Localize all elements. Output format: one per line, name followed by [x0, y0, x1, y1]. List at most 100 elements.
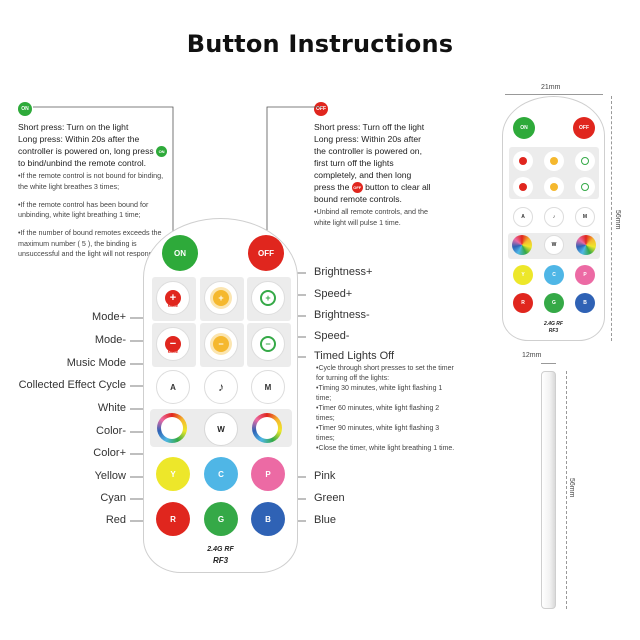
off-note-line7: bound remote controls.: [314, 194, 402, 205]
red-button[interactable]: R: [156, 502, 190, 536]
off-note-line6: press the OFF button to clear all: [314, 182, 431, 194]
off-note-line5: completely, and then long: [314, 170, 412, 180]
small-music-button: ♪: [544, 207, 564, 227]
off-instructions: OFF Short press: Turn off the light Long…: [314, 100, 444, 228]
brand-rf-label: 2.4G RF: [207, 546, 234, 553]
on-note-bullet3: •If the number of bound remotes exceeds …: [18, 228, 162, 259]
color-minus-button[interactable]: [155, 411, 189, 445]
off-note-line3: the controller is powered on,: [314, 146, 422, 156]
small-yellow-button: Y: [513, 265, 533, 285]
mode-plus-button[interactable]: + MODE: [156, 281, 190, 315]
height-dimension-label: 56mm: [614, 210, 621, 230]
speed-minus-icon: −: [260, 336, 276, 352]
small-pink-button: P: [575, 265, 595, 285]
off-note-line2: Long press: Within 20s after: [314, 134, 421, 144]
side-height-line: [566, 371, 567, 609]
small-mode-plus-icon: [513, 151, 533, 171]
small-color-minus-icon: [512, 235, 532, 255]
color-plus-button[interactable]: [250, 411, 284, 445]
label-yellow: Yellow: [94, 470, 126, 482]
small-speed-minus-icon: [575, 177, 595, 197]
small-color-plus-icon: [576, 235, 596, 255]
timer-note-4: •Timer 90 minutes, white light flashing …: [316, 425, 440, 442]
remote-front-large: ON OFF + MODE + + − MODE − − A ♪ M W Y C…: [143, 218, 298, 573]
small-brightness-plus-icon: [544, 151, 564, 171]
width-dimension-label: 21mm: [541, 84, 561, 91]
remote-front-small: ON OFF A ♪ M W Y C P R G B 2.4G RF RF3: [502, 96, 605, 341]
music-mode-button[interactable]: ♪: [204, 370, 238, 404]
plus-icon: +: [165, 290, 181, 306]
on-button[interactable]: ON: [162, 235, 198, 271]
label-blue: Blue: [314, 514, 337, 526]
cyan-button[interactable]: C: [204, 457, 238, 491]
label-white: White: [97, 402, 126, 414]
on-instructions: ON Short press: Turn on the light Long p…: [18, 100, 168, 259]
white-button[interactable]: W: [204, 412, 238, 446]
off-button[interactable]: OFF: [248, 235, 284, 271]
label-green: Green: [314, 492, 345, 504]
speed-plus-button[interactable]: +: [251, 281, 285, 315]
label-mode-plus: Mode+: [92, 311, 126, 323]
color-wheel-minus-icon: [157, 413, 187, 443]
minus-icon: −: [165, 336, 181, 352]
timer-note-2: •Timing 30 minutes, white light flashing…: [316, 385, 443, 402]
on-badge-icon: ON: [18, 101, 32, 116]
on-note-line3: controller is powered on, long press ON: [18, 145, 168, 158]
off-badge-inline-icon: OFF: [351, 182, 363, 194]
label-mode-minus: Mode-: [94, 334, 126, 346]
timer-button[interactable]: M: [251, 370, 285, 404]
label-brightness-minus: Brightness-: [314, 309, 370, 321]
label-cyan: Cyan: [100, 492, 126, 504]
small-off-button: OFF: [573, 117, 595, 139]
timer-note-5: •Close the timer, white light breathing …: [316, 445, 455, 452]
label-music-mode: Music Mode: [66, 357, 126, 369]
on-note-line4: to bind/unbind the remote control.: [18, 158, 147, 169]
label-brightness-plus: Brightness+: [314, 266, 373, 278]
timer-notes: •Cycle through short presses to set the …: [316, 364, 456, 454]
off-note-bullet1: •Unbind all remote controls, and the whi…: [314, 207, 428, 227]
sun-minus-icon: −: [213, 336, 229, 352]
page-title: Button Instructions: [186, 30, 454, 58]
timer-note-3: •Timer 60 minutes, white light flashing …: [316, 405, 440, 422]
collected-effect-cycle-button[interactable]: A: [156, 370, 190, 404]
label-speed-plus: Speed+: [314, 288, 353, 300]
label-red: Red: [105, 514, 126, 526]
off-badge-icon: OFF: [314, 101, 328, 116]
yellow-button[interactable]: Y: [156, 457, 190, 491]
side-height-label: 56mm: [568, 478, 575, 498]
blue-button[interactable]: B: [251, 502, 285, 536]
on-note-line2: Long press: Within 20s after the: [18, 134, 140, 144]
on-note-line1: Short press: Turn on the light: [18, 122, 129, 132]
width-dimension-line: [505, 94, 603, 95]
small-brand-rf: 2.4G RF: [544, 321, 563, 327]
speed-plus-icon: +: [260, 290, 276, 306]
on-note-bullet2: •If the remote control has been bound fo…: [18, 199, 149, 220]
pink-button[interactable]: P: [251, 457, 285, 491]
speed-minus-button[interactable]: −: [251, 327, 285, 361]
brightness-plus-button[interactable]: +: [204, 281, 238, 315]
small-white-button: W: [544, 235, 564, 255]
small-auto-button: A: [513, 207, 533, 227]
label-color-minus: Color-: [96, 425, 126, 437]
on-badge-inline-icon: ON: [156, 146, 168, 158]
brightness-minus-button[interactable]: −: [204, 327, 238, 361]
small-on-button: ON: [513, 117, 535, 139]
off-note-line4: first turn off the lights: [314, 158, 394, 168]
green-button[interactable]: G: [204, 502, 238, 536]
small-mode-minus-icon: [513, 177, 533, 197]
brand-model-label: RF3: [212, 556, 229, 565]
on-leader-line: [33, 106, 174, 236]
small-brightness-minus-icon: [544, 177, 564, 197]
thickness-label: 12mm: [522, 352, 542, 359]
mode-minus-button[interactable]: − MODE: [156, 327, 190, 361]
label-timed-lights-off: Timed Lights Off: [314, 350, 395, 362]
height-dimension-line: [611, 96, 612, 341]
label-collected-effect-cycle: Collected Effect Cycle: [18, 379, 126, 391]
timer-note-1: •Cycle through short presses to set the …: [316, 365, 454, 382]
thickness-line: [541, 363, 556, 364]
label-color-plus: Color+: [93, 447, 126, 459]
sun-plus-icon: +: [213, 290, 229, 306]
label-speed-minus: Speed-: [314, 330, 350, 342]
color-wheel-plus-icon: [252, 413, 282, 443]
small-speed-plus-icon: [575, 151, 595, 171]
